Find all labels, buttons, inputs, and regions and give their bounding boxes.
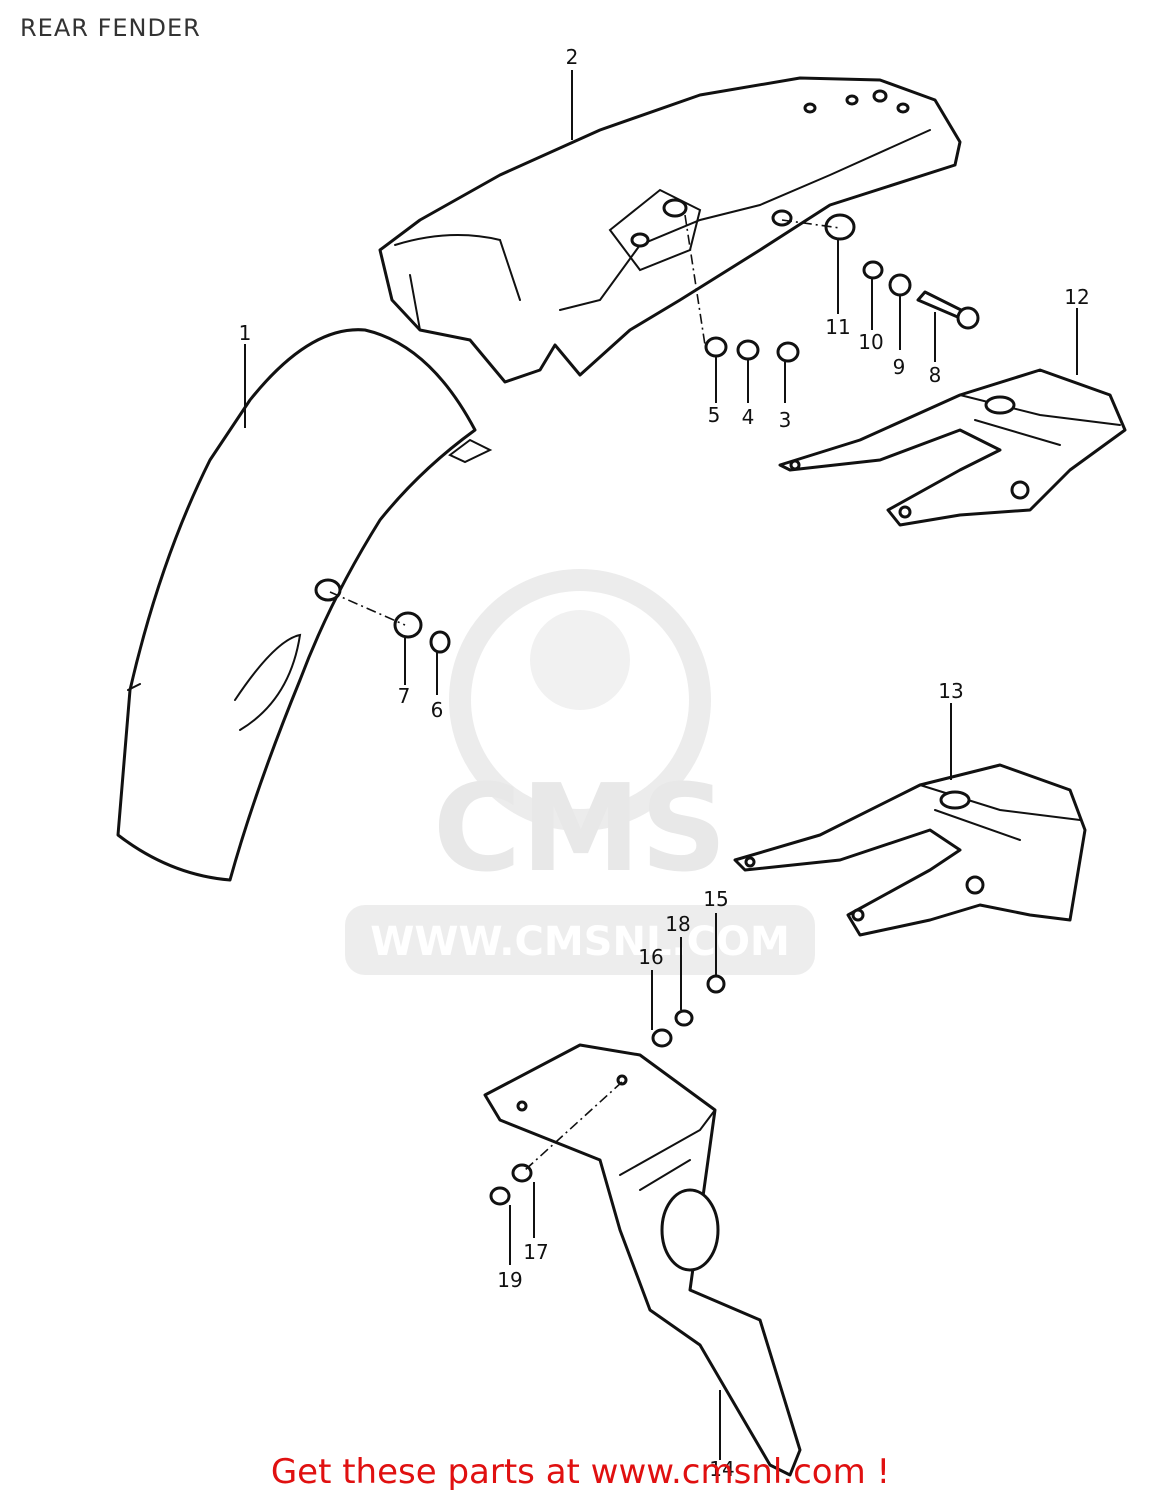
callout-6: 6 [431,698,444,722]
page-title: REAR FENDER [20,14,201,42]
callout-5: 5 [708,403,721,427]
part-19-nut [489,1186,511,1206]
watermark-logo-icon [449,569,711,831]
callout-3: 3 [779,408,792,432]
watermark-brand: CMS [433,760,727,899]
callout-1: 1 [239,321,252,345]
callout-9: 9 [893,355,906,379]
part-18-washer [674,1009,694,1027]
part-14-license-bracket [483,1043,802,1477]
callout-15: 15 [703,887,728,911]
watermark-url: WWW.CMSNL.COM [370,919,790,965]
part-12-carrier [778,368,1127,527]
assembly-lines [329,214,841,1171]
hardware [393,213,980,1206]
callout-12: 12 [1064,285,1089,309]
callouts: 2 1 3 4 5 6 7 8 9 10 11 12 13 14 15 16 1… [239,45,1090,1481]
part-2-tail-cover [378,76,962,384]
part-4-nut [736,339,760,361]
callout-13: 13 [938,679,963,703]
callout-16: 16 [638,945,663,969]
callout-11: 11 [825,315,850,339]
callout-17: 17 [523,1240,548,1264]
callout-8: 8 [929,363,942,387]
part-13-carrier [733,763,1087,937]
part-6-washer [429,630,451,654]
part-15-screw [706,974,726,994]
part-3-screw [776,341,800,363]
callout-18: 18 [665,912,690,936]
part-10-collar [862,260,884,280]
callout-14: 14 [709,1457,734,1481]
leader-lines [244,70,1078,1460]
part-9-washer [888,273,912,297]
callout-7: 7 [398,684,411,708]
part-7-grommet [393,611,423,639]
promo-link[interactable]: Get these parts at www.cmsnl.com ! [270,1452,891,1492]
callout-19: 19 [497,1268,522,1292]
part-16-washer [651,1028,673,1048]
watermark: CMS WWW.CMSNL.COM [345,569,815,975]
callout-2: 2 [566,45,579,69]
part-11-grommet [824,213,856,241]
callout-4: 4 [742,405,755,429]
part-1-rear-fender [116,328,493,882]
callout-10: 10 [858,330,883,354]
part-5-washer [704,336,728,358]
